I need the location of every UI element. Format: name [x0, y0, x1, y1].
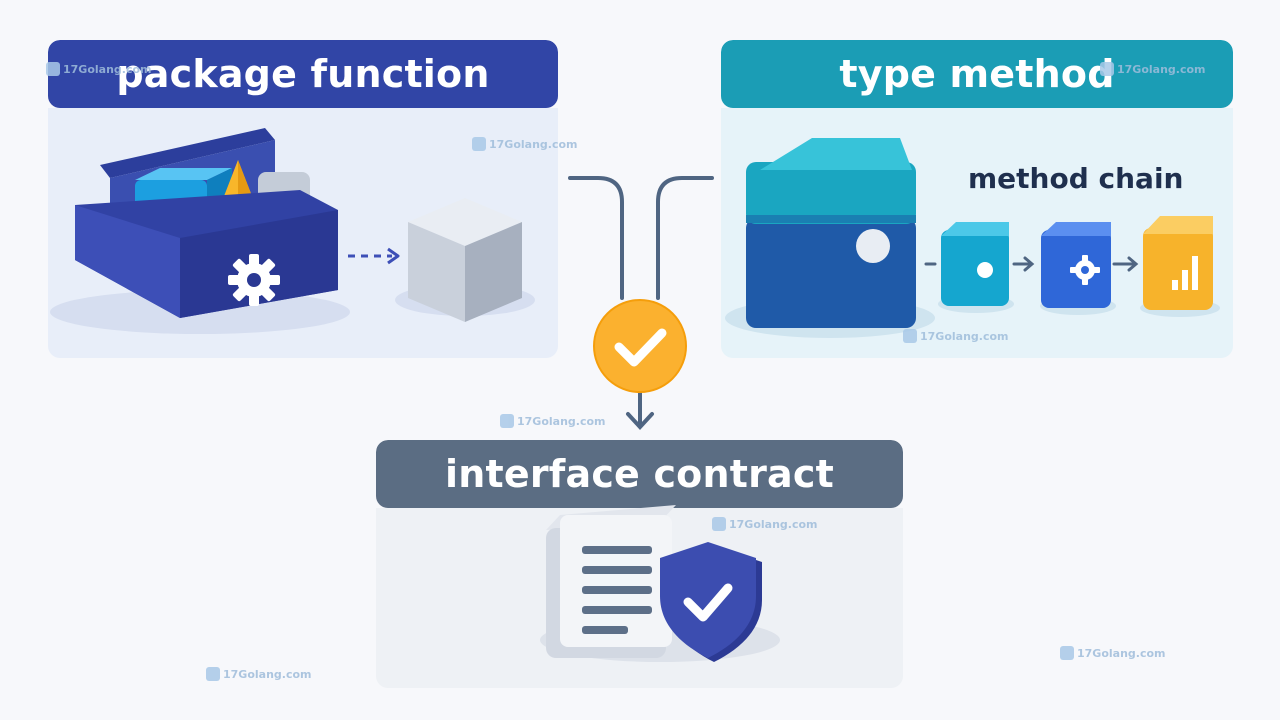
watermark: 17Golang.com — [472, 137, 578, 151]
connector-lines — [568, 176, 714, 430]
chain-gear-icon — [1040, 222, 1116, 315]
watermark-logo-icon — [1100, 62, 1114, 76]
watermark-logo-icon — [1060, 646, 1074, 660]
connector-right — [656, 176, 714, 300]
toolbox-to-cube-arrow — [348, 247, 400, 265]
watermark-text: 17Golang.com — [223, 667, 312, 681]
method-chain — [924, 256, 1139, 272]
toolbox-icon — [50, 128, 350, 334]
type-method-header: type method — [721, 40, 1233, 108]
shield-check-icon — [660, 542, 762, 662]
watermark-logo-icon — [712, 517, 726, 531]
watermark-text: 17Golang.com — [517, 414, 606, 428]
watermark-text: 17Golang.com — [63, 62, 152, 76]
chain-dot-icon — [938, 222, 1014, 313]
connector-down-arrowhead — [626, 412, 654, 430]
package-function-title: package function — [116, 52, 490, 96]
connector-left — [568, 176, 624, 300]
watermark-logo-icon — [206, 667, 220, 681]
watermark: 17Golang.com — [1100, 62, 1206, 76]
package-function-header: package function — [48, 40, 558, 108]
watermark: 17Golang.com — [903, 329, 1009, 343]
watermark: 17Golang.com — [206, 667, 312, 681]
watermark-logo-icon — [46, 62, 60, 76]
chain-chart-icon — [1140, 216, 1220, 317]
gear-icon — [228, 254, 280, 306]
watermark-text: 17Golang.com — [729, 517, 818, 531]
watermark: 17Golang.com — [712, 517, 818, 531]
watermark: 17Golang.com — [46, 62, 152, 76]
interface-contract-title: interface contract — [445, 452, 834, 496]
check-badge-icon — [593, 299, 687, 393]
watermark-text: 17Golang.com — [1117, 62, 1206, 76]
watermark: 17Golang.com — [500, 414, 606, 428]
output-cube-icon — [395, 198, 535, 322]
watermark-text: 17Golang.com — [489, 137, 578, 151]
method-chain-label: method chain — [968, 162, 1184, 195]
watermark-logo-icon — [500, 414, 514, 428]
type-method-title: type method — [839, 52, 1115, 96]
watermark-text: 17Golang.com — [1077, 646, 1166, 660]
interface-contract-panel: interface contract — [376, 440, 903, 688]
watermark-logo-icon — [472, 137, 486, 151]
watermark: 17Golang.com — [1060, 646, 1166, 660]
interface-contract-header: interface contract — [376, 440, 903, 508]
watermark-text: 17Golang.com — [920, 329, 1009, 343]
type-cube-icon — [725, 138, 935, 338]
watermark-logo-icon — [903, 329, 917, 343]
